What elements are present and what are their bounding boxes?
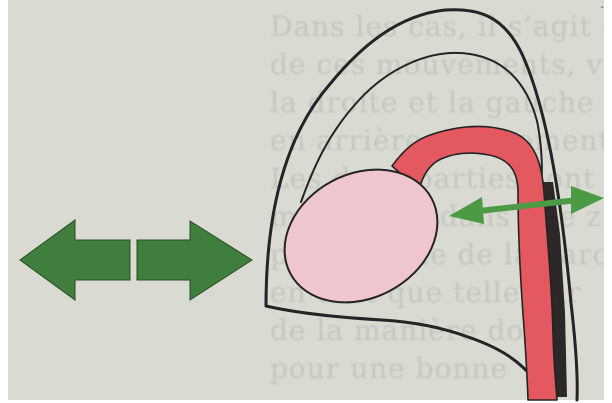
right-green-arrow bbox=[137, 221, 252, 300]
pink-oval bbox=[261, 144, 460, 329]
left-green-arrow bbox=[20, 220, 130, 300]
double-arrow-right-head bbox=[571, 186, 604, 214]
outer-contour-bottom bbox=[266, 306, 538, 384]
small-corner-mark: - bbox=[600, 2, 604, 13]
double-arrow-left-head bbox=[449, 197, 484, 224]
